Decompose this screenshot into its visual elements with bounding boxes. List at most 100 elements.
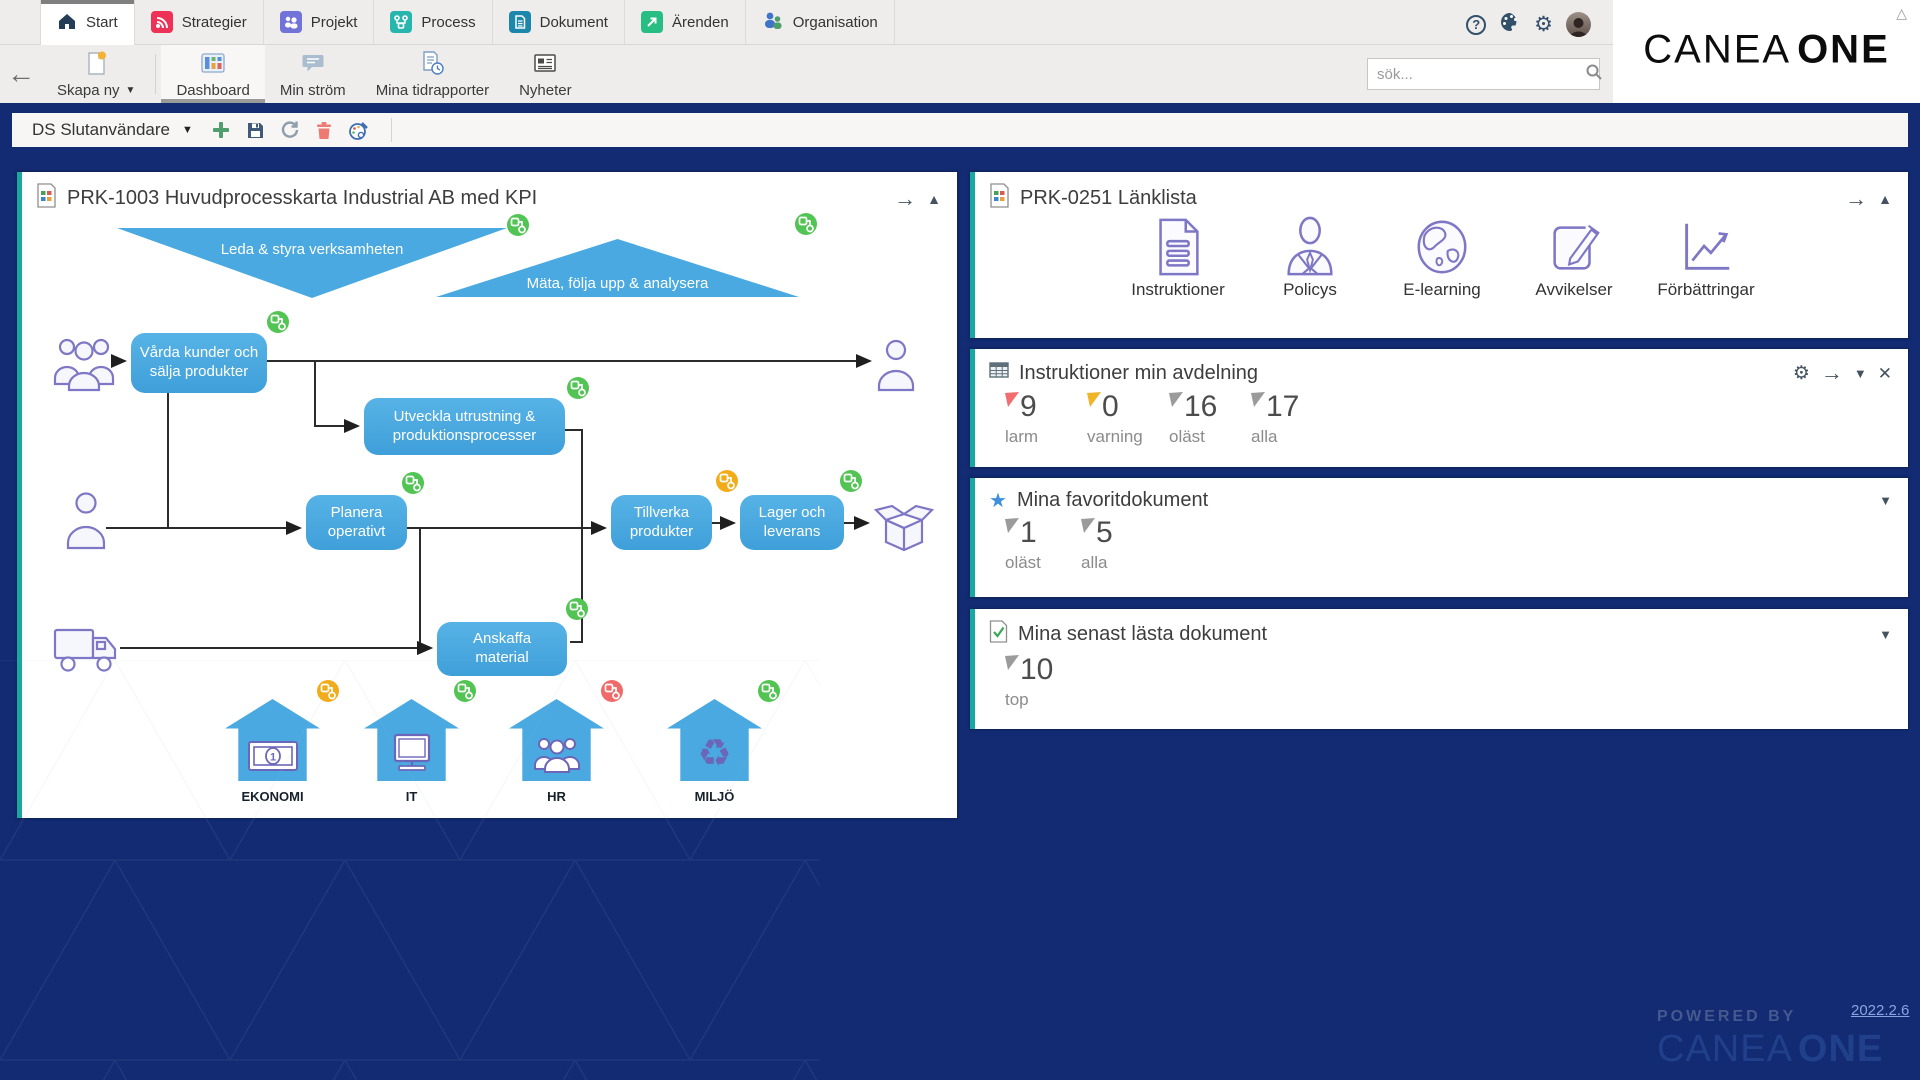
save-icon[interactable] (246, 121, 265, 140)
kpi-badge-green[interactable] (267, 311, 289, 333)
dashboard-selector-bar: DS Slutanvändare ▼ (12, 113, 1908, 147)
kpi-badge-green[interactable] (795, 213, 817, 235)
user-avatar[interactable] (1566, 12, 1591, 37)
link-avvikelser[interactable]: Avvikelser (1514, 216, 1634, 300)
star-icon: ★ (989, 489, 1007, 512)
tab-organisation[interactable]: Organisation (746, 0, 895, 44)
tab-arenden[interactable]: Ärenden (625, 0, 746, 44)
dashboard-select[interactable]: DS Slutanvändare ▼ (32, 120, 193, 140)
kpi-badge-yellow[interactable] (317, 680, 339, 702)
kpi-badge-green[interactable] (454, 680, 476, 702)
kpi-badge-red[interactable] (601, 680, 623, 702)
kpi-badge-yellow[interactable] (716, 470, 738, 492)
version-link[interactable]: 2022.2.6 (1851, 1002, 1910, 1019)
open-panel-arrow-icon[interactable]: → (1820, 360, 1843, 385)
dash-bar-divider (390, 118, 392, 142)
time-reports-button[interactable]: Mina tidrapporter (361, 45, 504, 103)
stat-value: 0 (1102, 390, 1119, 423)
collapse-panel-icon[interactable]: ▼ (1853, 365, 1867, 381)
toolbar: ← Skapa ny▼ Dashboard Min ström Mina tid… (0, 45, 1613, 103)
stat-alla[interactable]: 17 alla (1251, 392, 1333, 447)
search-box (1367, 58, 1603, 90)
search-input[interactable] (1368, 65, 1585, 83)
recycle-icon: ♻ (697, 733, 732, 775)
elearning-globe-icon (1417, 220, 1467, 274)
news-button[interactable]: Nyheter (504, 45, 587, 103)
tab-strategier[interactable]: Strategier (135, 0, 264, 44)
process-icon (390, 11, 413, 33)
tab-projekt[interactable]: Projekt (264, 0, 375, 44)
theme-palette-icon[interactable] (1499, 11, 1521, 38)
improvements-chart-icon (1685, 223, 1730, 270)
tab-process[interactable]: Process (374, 0, 493, 44)
create-new-label: Skapa ny (57, 82, 120, 99)
process-box-planera[interactable]: Planera operativt (306, 495, 407, 550)
link-label: E-learning (1403, 280, 1481, 299)
process-box-utveckla[interactable]: Utveckla utrustning & produktionsprocess… (364, 398, 565, 455)
open-panel-arrow-icon[interactable]: → (1845, 185, 1868, 211)
stat-larm[interactable]: 9 larm (1005, 392, 1087, 447)
document-check-icon (989, 620, 1008, 649)
computer-icon (393, 733, 430, 771)
kpi-badge-green[interactable] (402, 472, 424, 494)
panel-settings-icon[interactable]: ⚙ (1792, 362, 1810, 384)
collapse-panel-icon[interactable]: ▲ (1878, 190, 1892, 207)
link-forbattringar[interactable]: Förbättringar (1646, 216, 1766, 300)
close-panel-icon[interactable]: ✕ (1877, 363, 1892, 383)
settings-gear-icon[interactable]: ⚙ (1534, 13, 1553, 36)
search-icon[interactable] (1585, 63, 1603, 86)
stat-alla[interactable]: 5 alla (1081, 518, 1163, 573)
stat-varning[interactable]: 0 varning (1087, 392, 1169, 447)
process-connectors (106, 354, 872, 655)
dashboard-actions (211, 120, 369, 141)
link-policys[interactable]: Policys (1250, 216, 1370, 300)
tab-dokument[interactable]: Dokument (493, 0, 625, 44)
link-elearning[interactable]: E-learning (1382, 216, 1502, 300)
newspaper-icon (532, 50, 558, 80)
dashboard-label: Dashboard (176, 82, 250, 99)
create-new-button[interactable]: Skapa ny▼ (42, 45, 150, 103)
kpi-badge-green[interactable] (566, 598, 588, 620)
open-panel-arrow-icon[interactable]: → (894, 185, 917, 211)
back-arrow-button[interactable]: ← (7, 58, 35, 89)
powered-by-label: POWERED BY (1657, 1008, 1797, 1025)
kpi-badge-green[interactable] (507, 214, 529, 236)
stat-top[interactable]: 10 top (1005, 655, 1087, 710)
theme-brush-icon[interactable] (348, 120, 369, 141)
news-label: Nyheter (519, 82, 572, 99)
window-collapse-icon[interactable]: △ (1896, 5, 1907, 21)
panel-header: Mina senast lästa dokument ▼ (975, 609, 1908, 655)
planner-person-icon (64, 490, 108, 555)
collapse-panel-icon[interactable]: ▼ (1879, 493, 1892, 508)
process-box-varda[interactable]: Vårda kunder och sälja produkter (131, 333, 267, 393)
add-dashboard-icon[interactable] (211, 120, 231, 140)
stat-olast[interactable]: 1 oläst (1005, 518, 1081, 573)
my-stream-button[interactable]: Min ström (265, 45, 361, 103)
dashboard-button[interactable]: Dashboard (161, 45, 265, 103)
policies-person-icon (1287, 216, 1333, 276)
kpi-badge-green[interactable] (567, 377, 589, 399)
refresh-icon[interactable] (280, 120, 300, 140)
stat-label: varning (1087, 427, 1143, 446)
collapse-panel-icon[interactable]: ▼ (1879, 627, 1892, 642)
panel-title: Instruktioner min avdelning (1019, 361, 1259, 384)
link-list-panel: PRK-0251 Länklista → ▲ Instruktioner Pol… (970, 172, 1908, 338)
process-box-anskaffa[interactable]: Anskaffa material (437, 622, 567, 676)
top-bar: Start Strategier Projekt Process Dokumen… (0, 0, 1613, 45)
delete-trash-icon[interactable] (315, 121, 333, 140)
process-box-tillverka[interactable]: Tillverka produkter (611, 495, 712, 550)
tab-label: Strategier (181, 13, 247, 31)
link-label: Instruktioner (1131, 280, 1225, 299)
stat-value: 16 (1184, 390, 1218, 423)
stat-label: oläst (1169, 427, 1205, 446)
process-box-lager[interactable]: Lager och leverans (740, 495, 844, 550)
kpi-badge-green[interactable] (758, 680, 780, 702)
help-icon[interactable]: ? (1466, 14, 1487, 35)
time-report-icon (419, 50, 445, 80)
document-report-icon (36, 183, 57, 214)
collapse-panel-icon[interactable]: ▲ (927, 190, 941, 207)
link-instruktioner[interactable]: Instruktioner (1118, 216, 1238, 300)
tab-start[interactable]: Start (40, 0, 135, 45)
kpi-badge-green[interactable] (840, 470, 862, 492)
stat-olast[interactable]: 16 oläst (1169, 392, 1251, 447)
